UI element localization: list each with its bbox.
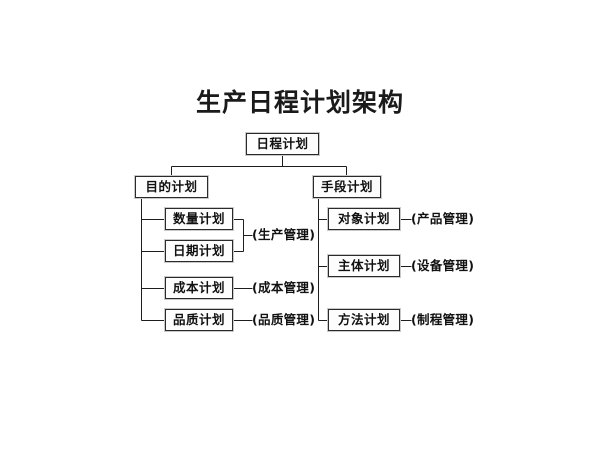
node-means-plan[interactable]: 手段计划 xyxy=(313,176,381,198)
page-title: 生产日程计划架构 xyxy=(195,88,404,117)
node-object-plan[interactable]: 对象计划 xyxy=(328,208,400,230)
label-production-management: (生产管理) xyxy=(252,227,316,243)
node-date-plan[interactable]: 日期计划 xyxy=(165,240,233,262)
label-quality-management: (品质管理) xyxy=(252,312,316,328)
node-quantity-plan[interactable]: 数量计划 xyxy=(165,208,233,230)
label-process-management: (制程管理) xyxy=(411,312,475,328)
node-purpose-plan[interactable]: 目的计划 xyxy=(135,176,208,198)
node-subject-plan[interactable]: 主体计划 xyxy=(328,255,400,277)
node-cost-plan[interactable]: 成本计划 xyxy=(165,277,233,299)
label-equipment-management: (设备管理) xyxy=(411,258,475,274)
node-root-schedule-plan[interactable]: 日程计划 xyxy=(246,133,319,155)
node-quality-plan[interactable]: 品质计划 xyxy=(165,309,233,331)
label-product-management: (产品管理) xyxy=(411,211,475,227)
label-cost-management: (成本管理) xyxy=(252,280,316,296)
node-method-plan[interactable]: 方法计划 xyxy=(328,309,400,331)
